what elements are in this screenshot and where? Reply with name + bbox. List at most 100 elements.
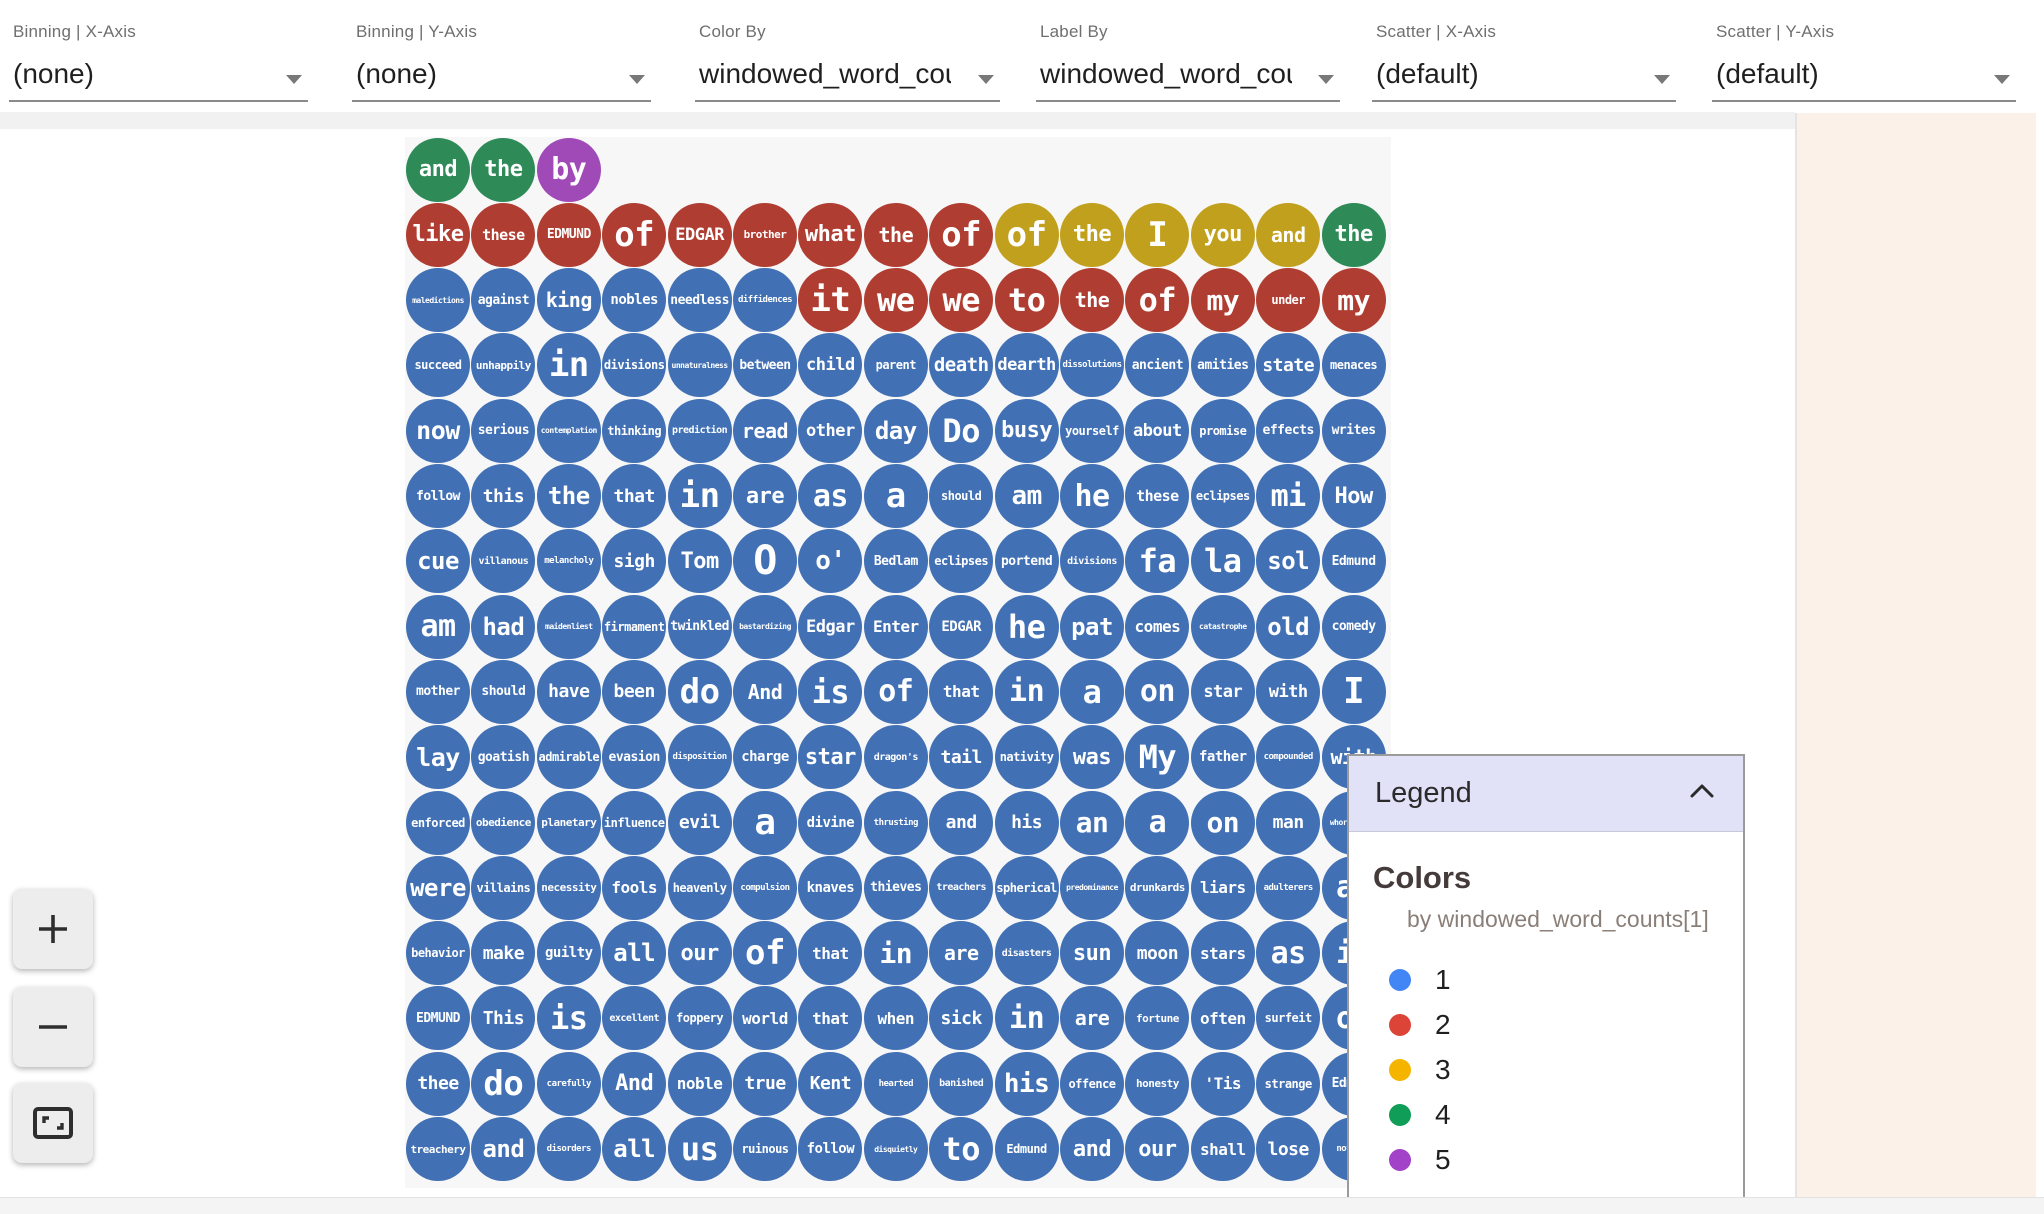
dropdown-scatter-x[interactable]: Scatter | X-Axis (default) [1372, 0, 1676, 106]
word-circle[interactable]: all [602, 1117, 667, 1181]
word-circle[interactable]: true [733, 1051, 797, 1116]
dropdown-color-by[interactable]: Color By windowed_word_counts [695, 0, 1000, 106]
word-circle[interactable]: foppery [667, 986, 732, 1051]
word-circle[interactable]: noble [667, 1051, 732, 1116]
word-circle[interactable]: and [1060, 1117, 1124, 1181]
word-circle[interactable]: lay [406, 725, 470, 790]
word-circle[interactable]: I [1321, 659, 1386, 724]
word-circle[interactable]: villanous [471, 529, 536, 594]
word-circle[interactable]: dearth [994, 333, 1059, 398]
word-circle[interactable]: sick [929, 986, 994, 1051]
word-circle[interactable]: EDMUND [406, 986, 470, 1051]
word-circle[interactable]: nativity [994, 725, 1059, 790]
word-circle[interactable]: star [798, 725, 863, 790]
word-circle[interactable]: promise [1190, 398, 1255, 463]
word-circle[interactable]: pat [1060, 594, 1124, 659]
word-circle[interactable]: fa [1125, 529, 1190, 594]
word-circle[interactable]: state [1256, 333, 1321, 398]
word-circle[interactable]: of [1125, 268, 1190, 333]
dropdown-binning-y[interactable]: Binning | Y-Axis (none) [352, 0, 651, 106]
word-circle[interactable]: How [1321, 464, 1386, 528]
word-circle[interactable]: comes [1125, 594, 1190, 659]
word-circle[interactable]: as [798, 464, 863, 528]
chevron-down-icon[interactable] [1318, 75, 1334, 84]
word-circle[interactable]: are [733, 464, 797, 528]
word-circle[interactable]: bastardizing [733, 594, 797, 659]
word-circle[interactable]: disposition [667, 725, 732, 790]
word-circle[interactable]: an [1060, 790, 1124, 855]
word-circle[interactable]: old [1256, 594, 1321, 659]
word-circle[interactable]: maledictions [406, 268, 470, 333]
word-circle[interactable]: Edmund [1321, 529, 1386, 594]
word-circle[interactable]: Edgar [798, 594, 863, 659]
word-circle[interactable]: yourself [1060, 398, 1124, 463]
word-circle[interactable]: necessity [536, 855, 601, 920]
word-circle[interactable]: dissolutions [1060, 333, 1124, 398]
word-circle[interactable]: My [1125, 725, 1190, 790]
word-circle[interactable]: amities [1190, 333, 1255, 398]
word-circle[interactable]: and [406, 137, 470, 202]
word-circle[interactable]: divine [798, 790, 863, 855]
word-circle[interactable]: diffidences [733, 268, 797, 333]
word-circle[interactable]: compounded [1256, 725, 1321, 790]
word-circle[interactable]: we [863, 268, 928, 333]
word-circle[interactable]: maidenliest [536, 594, 601, 659]
word-circle[interactable]: And [602, 1051, 667, 1116]
word-circle[interactable]: am [406, 594, 470, 659]
word-circle[interactable]: drunkards [1125, 855, 1190, 920]
chevron-down-icon[interactable] [629, 75, 645, 84]
word-circle[interactable]: like [406, 202, 470, 267]
word-circle[interactable]: cue [406, 529, 470, 594]
chevron-down-icon[interactable] [1654, 75, 1670, 84]
word-circle[interactable]: that [602, 464, 667, 528]
dropdown-value[interactable]: windowed_word_counts [1040, 58, 1292, 89]
word-circle[interactable]: liars [1190, 855, 1255, 920]
word-circle[interactable]: make [471, 921, 536, 986]
word-circle[interactable]: Bedlam [863, 529, 928, 594]
word-circle[interactable]: contemplation [536, 398, 601, 463]
word-circle[interactable]: sol [1256, 529, 1321, 594]
word-circle[interactable]: father [1190, 725, 1255, 790]
word-circle[interactable]: in [667, 464, 732, 528]
zoom-in-button[interactable] [13, 889, 93, 969]
word-circle[interactable]: of [929, 202, 994, 267]
word-circle[interactable]: in [863, 921, 928, 986]
word-circle[interactable]: heavenly [667, 855, 732, 920]
dropdown-value[interactable]: windowed_word_counts [699, 58, 951, 89]
word-circle[interactable]: have [536, 659, 601, 724]
word-circle[interactable]: he [1060, 464, 1124, 528]
word-circle[interactable]: evil [667, 790, 732, 855]
word-circle[interactable]: in [994, 659, 1059, 724]
word-circle[interactable]: predominance [1060, 855, 1124, 920]
word-circle[interactable]: firmament [602, 594, 667, 659]
word-circle[interactable]: needless [667, 268, 732, 333]
word-circle[interactable]: portend [994, 529, 1059, 594]
word-circle[interactable]: excellent [602, 986, 667, 1051]
word-circle[interactable]: these [471, 202, 536, 267]
word-circle[interactable]: treachers [929, 855, 994, 920]
word-circle[interactable]: evasion [602, 725, 667, 790]
word-circle[interactable]: dragon's [863, 725, 928, 790]
word-circle[interactable]: shall [1190, 1117, 1255, 1181]
word-circle[interactable]: child [798, 333, 863, 398]
word-circle[interactable]: this [471, 464, 536, 528]
word-circle[interactable]: sigh [602, 529, 667, 594]
word-circle[interactable]: catastrophe [1190, 594, 1255, 659]
word-circle[interactable]: unnaturalness [667, 333, 732, 398]
dropdown-label-by[interactable]: Label By windowed_word_counts [1036, 0, 1340, 106]
word-circle[interactable]: of [602, 202, 667, 267]
dropdown-binning-x[interactable]: Binning | X-Axis (none) [9, 0, 308, 106]
word-circle[interactable]: and [471, 1117, 536, 1181]
word-circle[interactable]: about [1125, 398, 1190, 463]
word-circle[interactable]: villains [471, 855, 536, 920]
word-circle[interactable]: enforced [406, 790, 470, 855]
word-circle[interactable]: disasters [994, 921, 1059, 986]
word-circle[interactable]: parent [863, 333, 928, 398]
word-circle[interactable]: that [798, 986, 863, 1051]
word-circle[interactable]: writes [1321, 398, 1386, 463]
zoom-out-button[interactable] [13, 987, 93, 1067]
word-circle[interactable]: a [1060, 659, 1124, 724]
word-circle[interactable]: eclipses [929, 529, 994, 594]
word-circle[interactable]: thinking [602, 398, 667, 463]
word-circle[interactable]: influence [602, 790, 667, 855]
